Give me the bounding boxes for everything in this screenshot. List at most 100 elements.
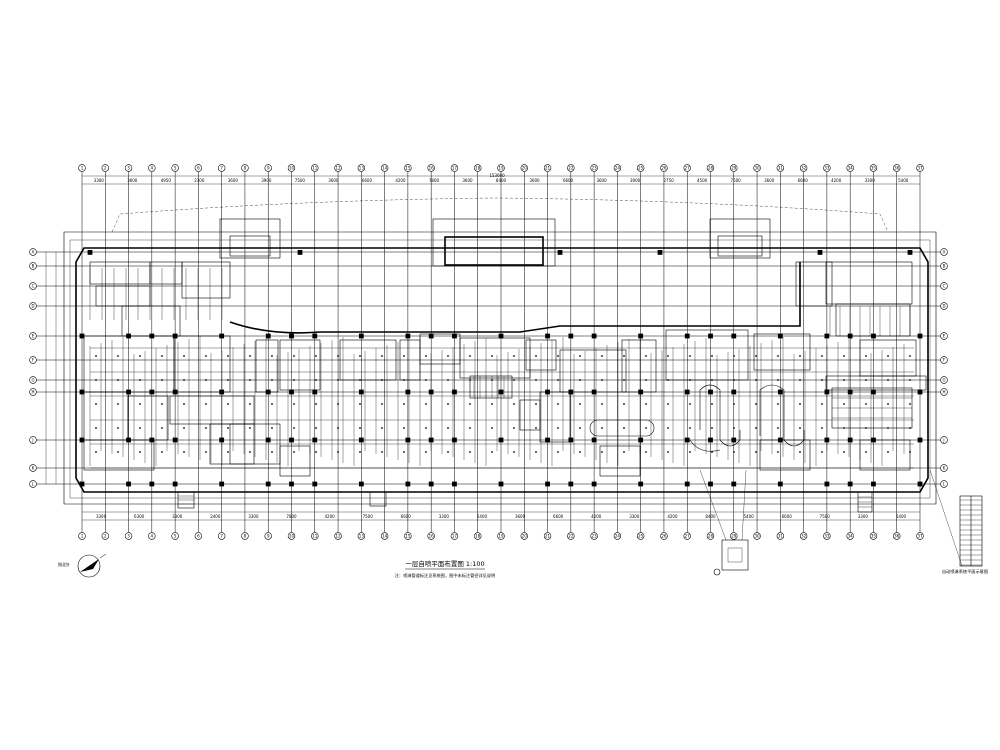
column	[219, 333, 225, 339]
sprinkler-head	[623, 379, 625, 381]
column	[684, 333, 690, 339]
room	[825, 375, 927, 391]
grid-bubble-label: 16	[429, 534, 435, 539]
grid-bubble-label: 5	[174, 166, 177, 171]
sprinkler-head	[711, 379, 713, 381]
entrance-bays	[219, 218, 771, 267]
column	[708, 389, 713, 395]
grid-bubble-label: 20	[522, 166, 528, 171]
sprinkler-head	[491, 427, 493, 429]
canopy-outline	[111, 197, 889, 233]
grid-bubble-label: 11	[312, 166, 318, 171]
sprinkler-head	[293, 427, 295, 429]
column	[591, 437, 597, 443]
sprinkler-head	[579, 403, 581, 405]
grid-bubble-label: A	[32, 249, 35, 254]
grid-bubble-label: 34	[848, 166, 854, 171]
sprinkler-head	[227, 403, 229, 405]
column	[568, 333, 574, 339]
column	[568, 481, 574, 487]
dimension-text: 7500	[820, 514, 831, 519]
column	[289, 389, 294, 395]
grid-bubble-bottom	[590, 532, 598, 540]
sprinkler-head	[139, 451, 141, 453]
column	[907, 250, 913, 255]
grid-bubble-label: 33	[824, 534, 830, 539]
sprinkler-head	[139, 427, 141, 429]
sprinkler-head	[711, 427, 713, 429]
sprinkler-head	[161, 427, 163, 429]
grid-bubble-label: 36	[894, 166, 900, 171]
grid-bubble-label: 13	[359, 166, 365, 171]
grid-bubble-label: D	[942, 303, 945, 308]
sprinkler-head	[799, 427, 801, 429]
grid-bubble-label: 21	[545, 534, 551, 539]
sprinkler-head	[733, 451, 735, 453]
column	[871, 333, 876, 339]
grid-bubble-right	[940, 282, 948, 290]
sprinkler-head	[183, 403, 185, 405]
dimension-text: 4950	[161, 178, 172, 183]
grid-bubble-top	[730, 164, 738, 172]
sprinkler-head	[249, 355, 251, 357]
grid-bubble-bottom	[660, 532, 668, 540]
grid-bubble-top	[287, 164, 296, 172]
sprinkler-head	[359, 403, 361, 405]
grid-bubble-right	[940, 388, 948, 396]
grid-bubble-bottom	[450, 532, 459, 540]
column	[871, 437, 876, 443]
grid-bubble-bottom	[543, 532, 552, 540]
dimension-text: 3900	[261, 178, 272, 183]
sprinkler-head	[293, 451, 295, 453]
grid-bubble-top	[334, 164, 342, 172]
grid-bubble-bottom	[148, 532, 156, 540]
column	[708, 481, 713, 487]
column	[79, 333, 85, 339]
column	[149, 481, 155, 487]
sprinkler-head	[161, 451, 163, 453]
dimension-text: 5400	[743, 514, 754, 519]
sprinkler-head	[139, 355, 141, 357]
grid-bubble-bottom	[869, 532, 878, 540]
grid-bubble-top	[567, 164, 575, 172]
grid-bubble-label: 18	[475, 534, 481, 539]
sprinkler-head	[689, 355, 691, 357]
sprinkler-head	[909, 379, 911, 381]
grid-bubble-label: 15	[405, 534, 411, 539]
sprinkler-head	[271, 355, 273, 357]
grid-bubble-label: 28	[708, 166, 714, 171]
sprinkler-head	[359, 355, 361, 357]
dimension-text: 4200	[831, 178, 842, 183]
sprinkler-head	[843, 379, 845, 381]
grid-bubble-label: 36	[894, 534, 900, 539]
sprinkler-head	[381, 451, 383, 453]
sprinkler-head	[403, 451, 405, 453]
sprinkler-head	[799, 451, 801, 453]
sprinkler-head	[733, 403, 735, 405]
column	[638, 389, 644, 395]
sprinkler-head	[117, 403, 119, 405]
column	[172, 333, 178, 339]
grid-bubble-label: 16	[429, 166, 435, 171]
column	[684, 389, 690, 395]
grid-bubble-top	[823, 164, 831, 172]
column	[498, 389, 504, 395]
room	[795, 261, 833, 307]
structural-columns	[79, 250, 923, 487]
column	[452, 437, 457, 443]
grid-bubble-label: 2	[104, 534, 107, 539]
dimension-text: 3600	[328, 178, 339, 183]
sprinkler-head	[447, 451, 449, 453]
pipe-loops	[589, 384, 805, 452]
grid-bubble-label: 31	[778, 166, 784, 171]
dimension-text: 3300	[94, 178, 105, 183]
sprinkler-head	[271, 427, 273, 429]
sprinkler-head	[425, 451, 427, 453]
grid-bubble-right	[940, 262, 948, 270]
column	[79, 389, 85, 395]
column	[79, 481, 85, 487]
sprinkler-head	[667, 427, 669, 429]
sprinkler-head	[623, 427, 625, 429]
